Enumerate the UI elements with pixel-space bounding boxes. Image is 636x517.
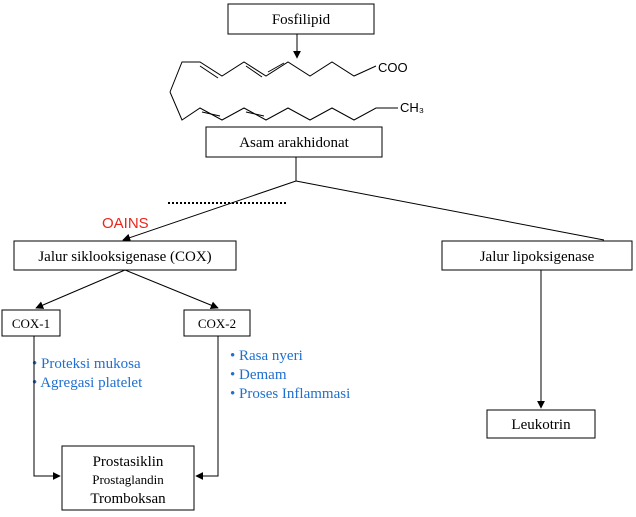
leukotrin-node: Leukotrin [486, 409, 596, 439]
ch3-label: CH₃ [400, 100, 424, 115]
cox2-effect-text: Demam [239, 367, 287, 383]
arrow-to-cox-pathway [122, 180, 297, 242]
cox1-effect-item: • Agregasi platelet [32, 375, 143, 391]
cox2-effect-item: • Demam [230, 367, 287, 383]
bullet: • [230, 348, 235, 364]
arachidonic-acid-structure: COO CH₃ [169, 60, 424, 121]
bullet: • [230, 367, 235, 383]
cox-pathway-node: Jalur siklooksigenase (COX) [13, 240, 237, 271]
asam-arakhidonat-label: Asam arakhidonat [239, 135, 349, 151]
prostasiklin-label: Prostasiklin [93, 454, 164, 470]
asam-arakhidonat-node: Asam arakhidonat [205, 126, 383, 158]
bullet: • [32, 356, 37, 372]
cox1-label: COX-1 [12, 316, 50, 331]
prostanoids-node: Prostasiklin Prostaglandin Tromboksan [61, 445, 195, 511]
oains-label: OAINS [102, 215, 149, 232]
lipoxygenase-pathway-node: Jalur lipoksigenase [441, 240, 633, 271]
cox2-label: COX-2 [198, 316, 236, 331]
bullet: • [32, 375, 37, 391]
lipoxygenase-pathway-label: Jalur lipoksigenase [480, 249, 595, 265]
cox2-effect-item: • Rasa nyeri [230, 348, 303, 364]
cox-pathway-label: Jalur siklooksigenase (COX) [38, 249, 211, 265]
cox1-node: COX-1 [1, 309, 61, 337]
cox2-node: COX-2 [183, 309, 251, 337]
cox1-effect-item: • Proteksi mukosa [32, 356, 141, 372]
cox1-effects-list: • Proteksi mukosa • Agregasi platelet [32, 356, 143, 391]
arrow-cox1-to-prostanoids [33, 336, 61, 480]
line-to-lipoxygenase [295, 180, 605, 241]
cox2-effect-text: Rasa nyeri [239, 348, 303, 364]
prostaglandin-label: Prostaglandin [92, 472, 164, 487]
fosfilipid-label: Fosfilipid [272, 12, 331, 28]
cox1-effect-text: Proteksi mukosa [41, 356, 141, 372]
cox2-effects-list: • Rasa nyeri • Demam • Proses Inflammasi [230, 348, 350, 402]
bullet: • [230, 386, 235, 402]
cox1-effect-text: Agregasi platelet [40, 375, 143, 391]
arrow-to-cox1 [35, 269, 126, 309]
arrow-to-cox2 [124, 269, 219, 309]
leukotrin-label: Leukotrin [511, 417, 571, 433]
cox2-effect-text: Proses Inflammasi [239, 386, 350, 402]
coo-label: COO [378, 60, 408, 75]
fosfilipid-node: Fosfilipid [227, 3, 375, 35]
tromboksan-label: Tromboksan [90, 491, 166, 507]
cox2-effect-item: • Proses Inflammasi [230, 386, 350, 402]
arrow-cox2-to-prostanoids [195, 336, 219, 480]
